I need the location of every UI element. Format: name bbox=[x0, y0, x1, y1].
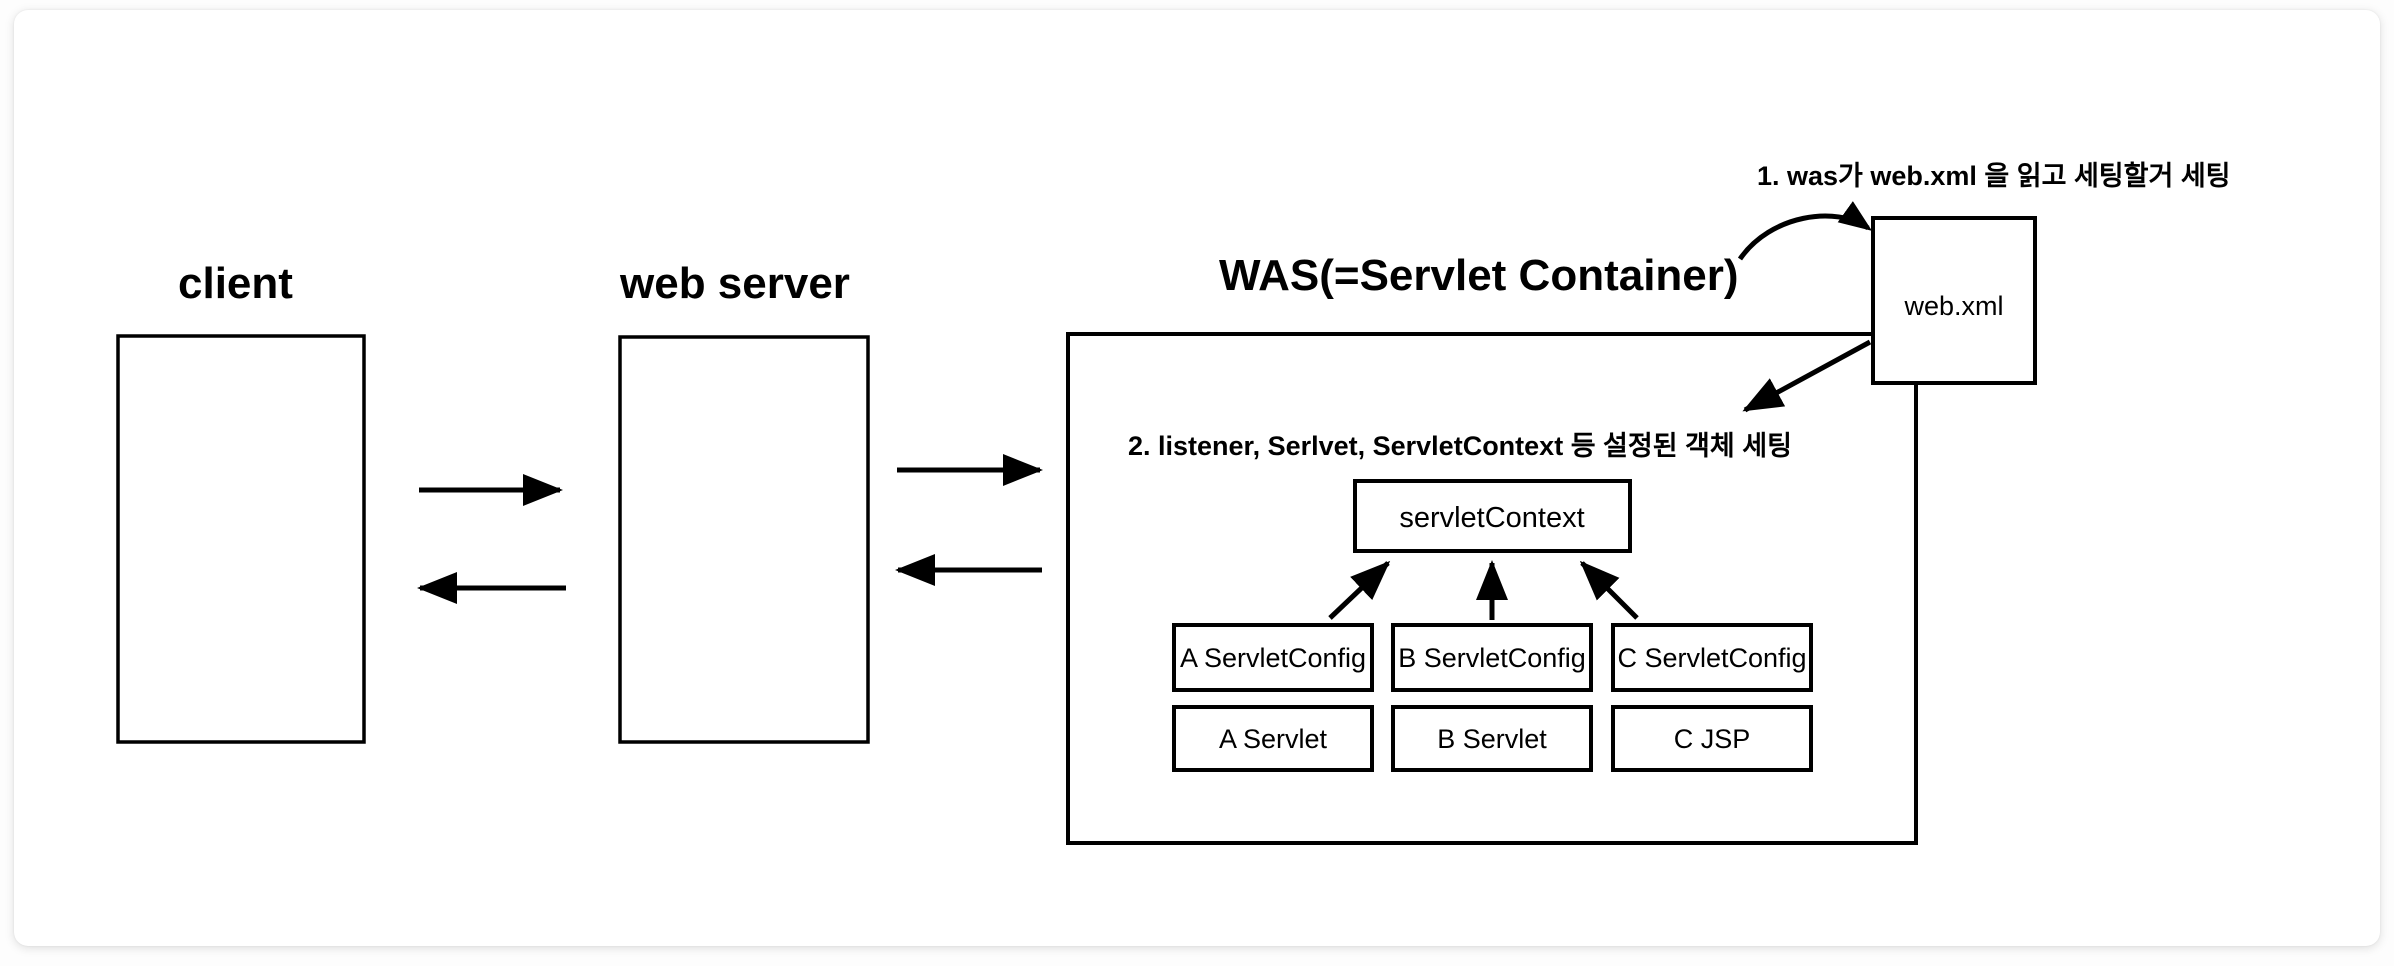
config-box-b bbox=[1391, 623, 1593, 692]
web-xml-box bbox=[1871, 216, 2037, 385]
config-box-c bbox=[1611, 623, 1813, 692]
was-title: WAS(=Servlet Container) bbox=[1219, 251, 1739, 300]
config-label-b: B ServletConfig bbox=[1398, 643, 1586, 673]
servlet-context-label: servletContext bbox=[1399, 502, 1584, 534]
client-box bbox=[116, 334, 366, 744]
servlet-box-b bbox=[1391, 705, 1593, 772]
arrow-config-c-to-context bbox=[1579, 560, 1639, 620]
config-label-c: C ServletConfig bbox=[1617, 643, 1806, 673]
web-server-box bbox=[618, 335, 870, 744]
config-label-a: A ServletConfig bbox=[1180, 643, 1366, 673]
config-box-a bbox=[1172, 623, 1374, 692]
client-title: client bbox=[178, 259, 293, 308]
arrow-config-a-to-context bbox=[1328, 560, 1391, 620]
arrow-webxml-to-objects bbox=[1742, 339, 1872, 413]
note-2-text: 2. listener, Serlvet, ServletContext 등 설… bbox=[1128, 431, 1792, 461]
servlet-box-c bbox=[1611, 705, 1813, 772]
arrow-was-reads-webxml bbox=[1737, 201, 1873, 261]
web-xml-label: web.xml bbox=[1903, 291, 2003, 321]
servlet-label-a: A Servlet bbox=[1219, 724, 1328, 754]
servlet-label-b: B Servlet bbox=[1437, 724, 1547, 754]
note-1-text: 1. was가 web.xml 을 읽고 세팅할거 세팅 bbox=[1757, 161, 2231, 191]
servlet-label-c: C JSP bbox=[1674, 724, 1751, 754]
servlet-box-a bbox=[1172, 705, 1374, 772]
web-server-title: web server bbox=[619, 259, 850, 308]
servlet-context-box bbox=[1353, 479, 1632, 553]
